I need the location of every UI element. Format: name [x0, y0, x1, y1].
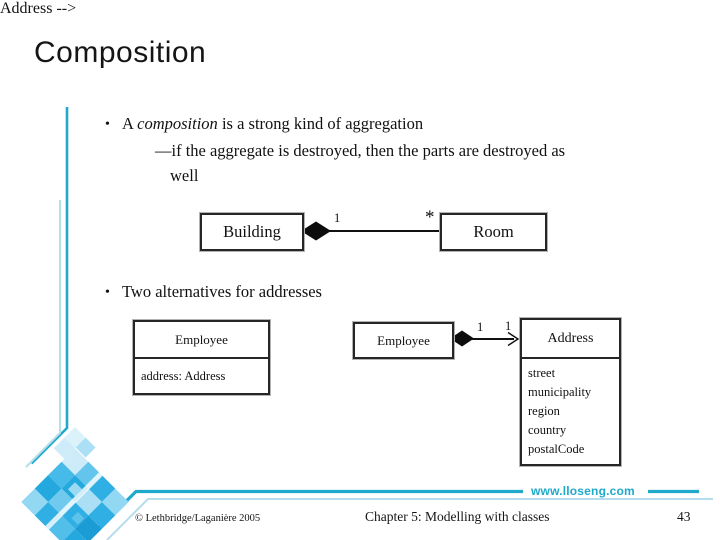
employee-address-association-line — [472, 338, 514, 340]
vertical-accent-line-light — [25, 200, 61, 468]
website-link[interactable]: www.lloseng.com — [531, 484, 635, 498]
bullet1-pre: A — [122, 114, 138, 133]
bullet-composition: • A composition is a strong kind of aggre… — [105, 114, 423, 134]
attribute: region — [528, 404, 560, 418]
class-box-employee-with-attribute: Employee address: Address — [133, 320, 270, 395]
bullet-marker: • — [105, 285, 110, 300]
bullet2-text: Two alternatives for addresses — [122, 282, 322, 301]
attribute: street — [528, 366, 556, 380]
composition-diamond-icon — [301, 221, 331, 241]
room-multiplicity: * — [425, 207, 435, 228]
attribute: country — [528, 423, 567, 437]
attribute-compartment: street municipality region country posta… — [522, 359, 619, 459]
attribute-compartment: address: Address — [135, 359, 268, 386]
page-number: 43 — [677, 509, 691, 524]
class-box-address: Address street municipality region count… — [520, 318, 621, 466]
bullet-two-alternatives: • Two alternatives for addresses — [105, 282, 322, 302]
class-box-employee: Employee — [353, 322, 454, 359]
class-name: Room — [473, 222, 514, 241]
class-name: Address — [547, 330, 594, 346]
bullet1-subline2: well — [170, 166, 199, 185]
class-name-compartment: Address — [522, 320, 619, 359]
attribute: municipality — [528, 385, 592, 399]
class-name-compartment: Employee — [135, 322, 268, 359]
building-multiplicity: 1 — [334, 211, 341, 225]
copyright-text: © Lethbridge/Laganière 2005 — [135, 513, 261, 524]
mosaic-diamond-decoration — [21, 427, 129, 540]
attribute: address: Address — [141, 369, 226, 383]
employee-multiplicity: 1 — [477, 320, 484, 334]
slide-title: Composition — [34, 36, 207, 69]
bullet-marker: • — [105, 117, 110, 132]
bullet1-subline1: —if the aggregate is destroyed, then the… — [155, 141, 566, 160]
footer-rule-light — [106, 498, 713, 540]
class-name: Employee — [377, 332, 430, 348]
attribute: postalCode — [528, 442, 585, 456]
class-name: Employee — [175, 331, 228, 347]
vertical-accent-line — [30, 107, 69, 465]
composition-diamond-icon — [450, 330, 474, 347]
address-multiplicity: 1 — [505, 319, 512, 333]
class-box-room: Room — [440, 213, 547, 251]
bullet1-post: is a strong kind of aggregation — [217, 114, 424, 133]
bullet1-term: composition — [137, 114, 218, 133]
building-room-association-line — [328, 230, 441, 232]
open-arrowhead-icon — [507, 331, 520, 347]
class-name: Building — [223, 222, 281, 241]
class-box-building: Building — [200, 213, 304, 251]
chapter-title: Chapter 5: Modelling with classes — [365, 509, 550, 524]
